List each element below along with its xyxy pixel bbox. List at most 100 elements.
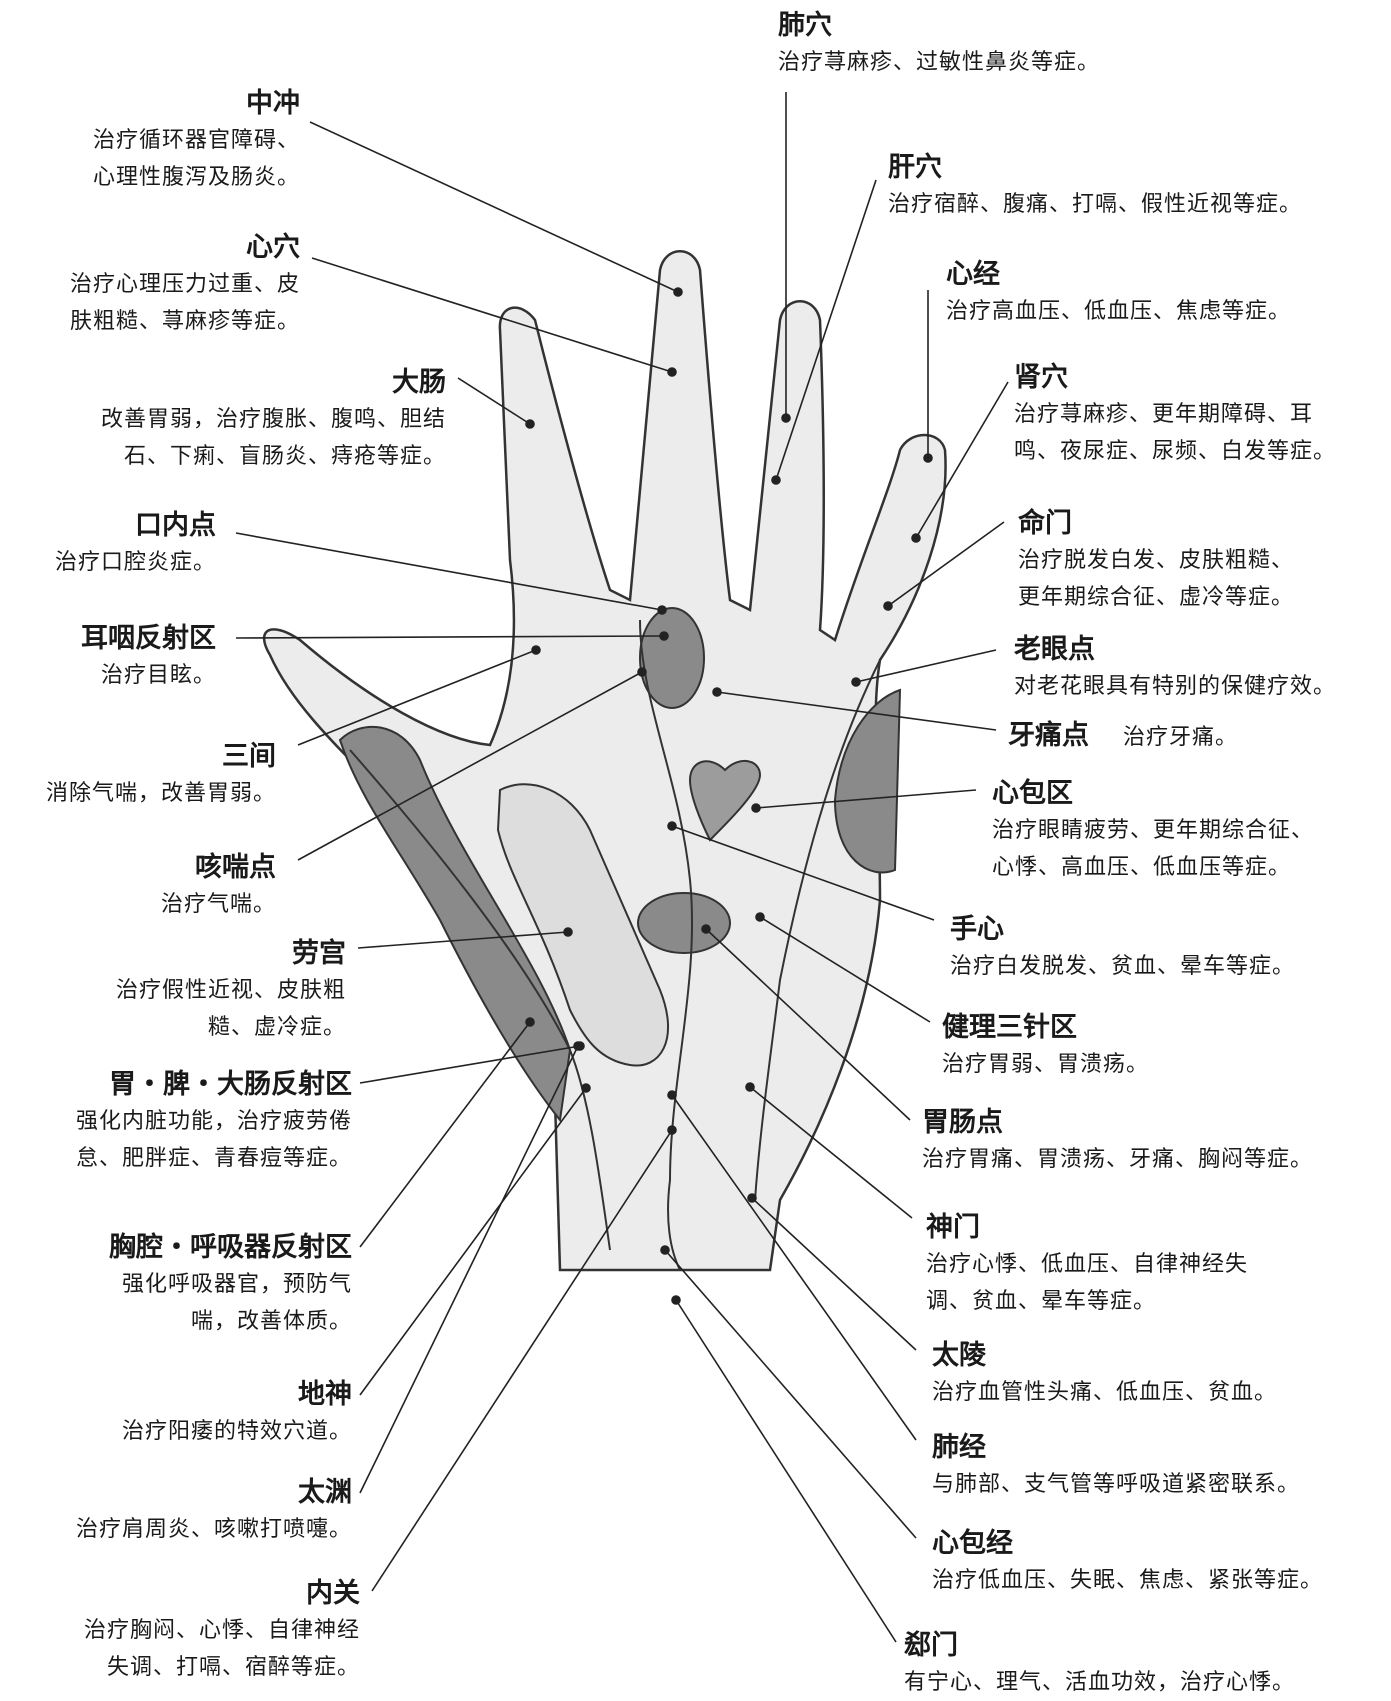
acupoint-marker [752, 804, 760, 812]
acupoint-label: 太渊治疗肩周炎、咳嗽打喷嚏。 [0, 1475, 352, 1548]
acupoint-desc: 强化内脏功能，治疗疲劳倦怠、肥胖症、青春痘等症。 [0, 1103, 352, 1177]
acupoint-label: 神门治疗心悸、低血压、自律神经失调、贫血、晕车等症。 [926, 1210, 1356, 1320]
acupoint-label: 心包区治疗眼睛疲劳、更年期综合征、心悸、高血压、低血压等症。 [992, 776, 1391, 886]
acupoint-name: 三间 [0, 739, 276, 775]
acupoint-marker [574, 1042, 582, 1050]
acupoint-desc: 治疗假性近视、皮肤粗糙、虚冷症。 [0, 972, 346, 1046]
acupoint-marker [564, 928, 572, 936]
desc-line: 石、下痢、盲肠炎、痔疮等症。 [16, 438, 446, 475]
acupoint-desc: 改善胃弱，治疗腹胀、腹鸣、胆结石、下痢、盲肠炎、痔疮等症。 [16, 401, 446, 475]
acupoint-desc: 治疗荨麻疹、更年期障碍、耳鸣、夜尿症、尿频、白发等症。 [1014, 396, 1391, 470]
acupoint-label: 胃肠点治疗胃痛、胃溃疡、牙痛、胸闷等症。 [922, 1105, 1352, 1178]
desc-line: 心理性腹泻及肠炎。 [0, 159, 300, 196]
acupoint-label: 口内点治疗口腔炎症。 [0, 508, 216, 581]
acupoint-marker [924, 454, 932, 462]
desc-line: 消除气喘，改善胃弱。 [0, 775, 276, 812]
desc-line: 鸣、夜尿症、尿频、白发等症。 [1014, 433, 1391, 470]
acupoint-label: 地神治疗阳痿的特效穴道。 [0, 1377, 352, 1450]
acupoint-label: 心穴治疗心理压力过重、皮肤粗糙、荨麻疹等症。 [0, 230, 300, 340]
acupoint-marker [782, 414, 790, 422]
leader-line [752, 1198, 916, 1350]
acupoint-marker [660, 632, 668, 640]
acupoint-name: 胸腔・呼吸器反射区 [0, 1230, 352, 1266]
acupoint-desc: 治疗血管性头痛、低血压、贫血。 [932, 1374, 1362, 1411]
acupoint-label: 健理三针区治疗胃弱、胃溃疡。 [942, 1010, 1372, 1083]
acupoint-label: 太陵治疗血管性头痛、低血压、贫血。 [932, 1338, 1362, 1411]
acupoint-desc: 治疗低血压、失眠、焦虑、紧张等症。 [932, 1562, 1362, 1599]
acupoint-name: 地神 [0, 1377, 352, 1413]
desc-line: 强化呼吸器官，预防气 [0, 1266, 352, 1303]
acupoint-desc: 治疗眼睛疲劳、更年期综合征、心悸、高血压、低血压等症。 [992, 812, 1391, 886]
acupoint-label: 肾穴治疗荨麻疹、更年期障碍、耳鸣、夜尿症、尿频、白发等症。 [1014, 360, 1391, 470]
acupoint-desc: 与肺部、支气管等呼吸道紧密联系。 [932, 1466, 1362, 1503]
acupoint-desc: 治疗高血压、低血压、焦虑等症。 [946, 293, 1376, 330]
desc-line: 治疗胃痛、胃溃疡、牙痛、胸闷等症。 [922, 1141, 1352, 1178]
acupoint-marker [713, 688, 721, 696]
acupoint-name: 心包经 [932, 1526, 1362, 1562]
desc-line: 糙、虚冷症。 [0, 1009, 346, 1046]
acupoint-name: 劳宫 [0, 936, 346, 972]
acupoint-desc: 治疗肩周炎、咳嗽打喷嚏。 [0, 1511, 352, 1548]
acupoint-name: 老眼点 [1014, 632, 1391, 668]
acupoint-name: 心包区 [992, 776, 1391, 812]
acupoint-desc: 治疗心悸、低血压、自律神经失调、贫血、晕车等症。 [926, 1246, 1356, 1320]
desc-line: 喘，改善体质。 [0, 1303, 352, 1340]
acupoint-name: 牙痛点治疗牙痛。 [1008, 718, 1391, 756]
acupoint-desc: 治疗胸闷、心悸、自律神经失调、打嗝、宿醉等症。 [0, 1612, 360, 1686]
acupoint-label: 内关治疗胸闷、心悸、自律神经失调、打嗝、宿醉等症。 [0, 1576, 360, 1686]
acupoint-name: 肝穴 [888, 150, 1318, 186]
desc-line: 治疗血管性头痛、低血压、贫血。 [932, 1374, 1362, 1411]
acupoint-desc: 强化呼吸器官，预防气喘，改善体质。 [0, 1266, 352, 1340]
acupoint-desc: 治疗阳痿的特效穴道。 [0, 1413, 352, 1450]
desc-line: 治疗荨麻疹、过敏性鼻炎等症。 [778, 44, 1208, 81]
desc-line: 治疗口腔炎症。 [0, 544, 216, 581]
acupoint-marker [532, 646, 540, 654]
leader-line [312, 258, 672, 372]
acupoint-marker [912, 534, 920, 542]
acupoint-name: 耳咽反射区 [0, 621, 216, 657]
desc-line: 治疗肩周炎、咳嗽打喷嚏。 [0, 1511, 352, 1548]
acupoint-label: 肝穴治疗宿醉、腹痛、打嗝、假性近视等症。 [888, 150, 1318, 223]
acupoint-desc: 治疗目眩。 [0, 657, 216, 694]
desc-line: 与肺部、支气管等呼吸道紧密联系。 [932, 1466, 1362, 1503]
acupoint-desc: 治疗口腔炎症。 [0, 544, 216, 581]
acupoint-desc: 治疗白发脱发、贫血、晕车等症。 [950, 948, 1380, 985]
acupoint-marker [638, 668, 646, 676]
acupoint-name: 肺经 [932, 1430, 1362, 1466]
acupoint-label: 肺穴治疗荨麻疹、过敏性鼻炎等症。 [778, 8, 1208, 81]
acupoint-marker [526, 1018, 534, 1026]
leader-line [665, 1250, 916, 1538]
acupoint-label: 老眼点对老花眼具有特别的保健疗效。 [1014, 632, 1391, 705]
desc-line: 治疗脱发白发、皮肤粗糙、 [1018, 542, 1391, 579]
leader-line [360, 1046, 578, 1493]
acupoint-name: 肾穴 [1014, 360, 1391, 396]
acupoint-marker [668, 822, 676, 830]
acupoint-label: 胸腔・呼吸器反射区强化呼吸器官，预防气喘，改善体质。 [0, 1230, 352, 1340]
desc-line: 失调、打嗝、宿醉等症。 [0, 1649, 360, 1686]
acupoint-desc: 消除气喘，改善胃弱。 [0, 775, 276, 812]
acupoint-marker [852, 678, 860, 686]
acupoint-label: 耳咽反射区治疗目眩。 [0, 621, 216, 694]
acupoint-name: 健理三针区 [942, 1010, 1372, 1046]
leader-line [360, 1088, 586, 1395]
acupoint-marker [658, 606, 666, 614]
desc-line: 治疗胃弱、胃溃疡。 [942, 1046, 1372, 1083]
acupoint-label: 中冲治疗循环器官障碍、心理性腹泻及肠炎。 [0, 86, 300, 196]
acupoint-marker [672, 1296, 680, 1304]
acupoint-marker [746, 1083, 754, 1091]
acupoint-marker [668, 368, 676, 376]
acupoint-label: 胃・脾・大肠反射区强化内脏功能，治疗疲劳倦怠、肥胖症、青春痘等症。 [0, 1067, 352, 1177]
acupoint-desc: 有宁心、理气、活血功效，治疗心悸。 [904, 1664, 1334, 1701]
desc-line: 治疗高血压、低血压、焦虑等症。 [946, 293, 1376, 330]
desc-line: 心悸、高血压、低血压等症。 [992, 849, 1391, 886]
desc-line: 治疗目眩。 [0, 657, 216, 694]
acupoint-name: 太渊 [0, 1475, 352, 1511]
acupoint-marker [884, 602, 892, 610]
desc-line: 治疗心悸、低血压、自律神经失 [926, 1246, 1356, 1283]
acupoint-name: 中冲 [0, 86, 300, 122]
acupoint-label: 心经治疗高血压、低血压、焦虑等症。 [946, 257, 1376, 330]
acupoint-desc: 治疗心理压力过重、皮肤粗糙、荨麻疹等症。 [0, 266, 300, 340]
desc-line: 调、贫血、晕车等症。 [926, 1283, 1356, 1320]
acupoint-label: 心包经治疗低血压、失眠、焦虑、紧张等症。 [932, 1526, 1362, 1599]
desc-line: 有宁心、理气、活血功效，治疗心悸。 [904, 1664, 1334, 1701]
